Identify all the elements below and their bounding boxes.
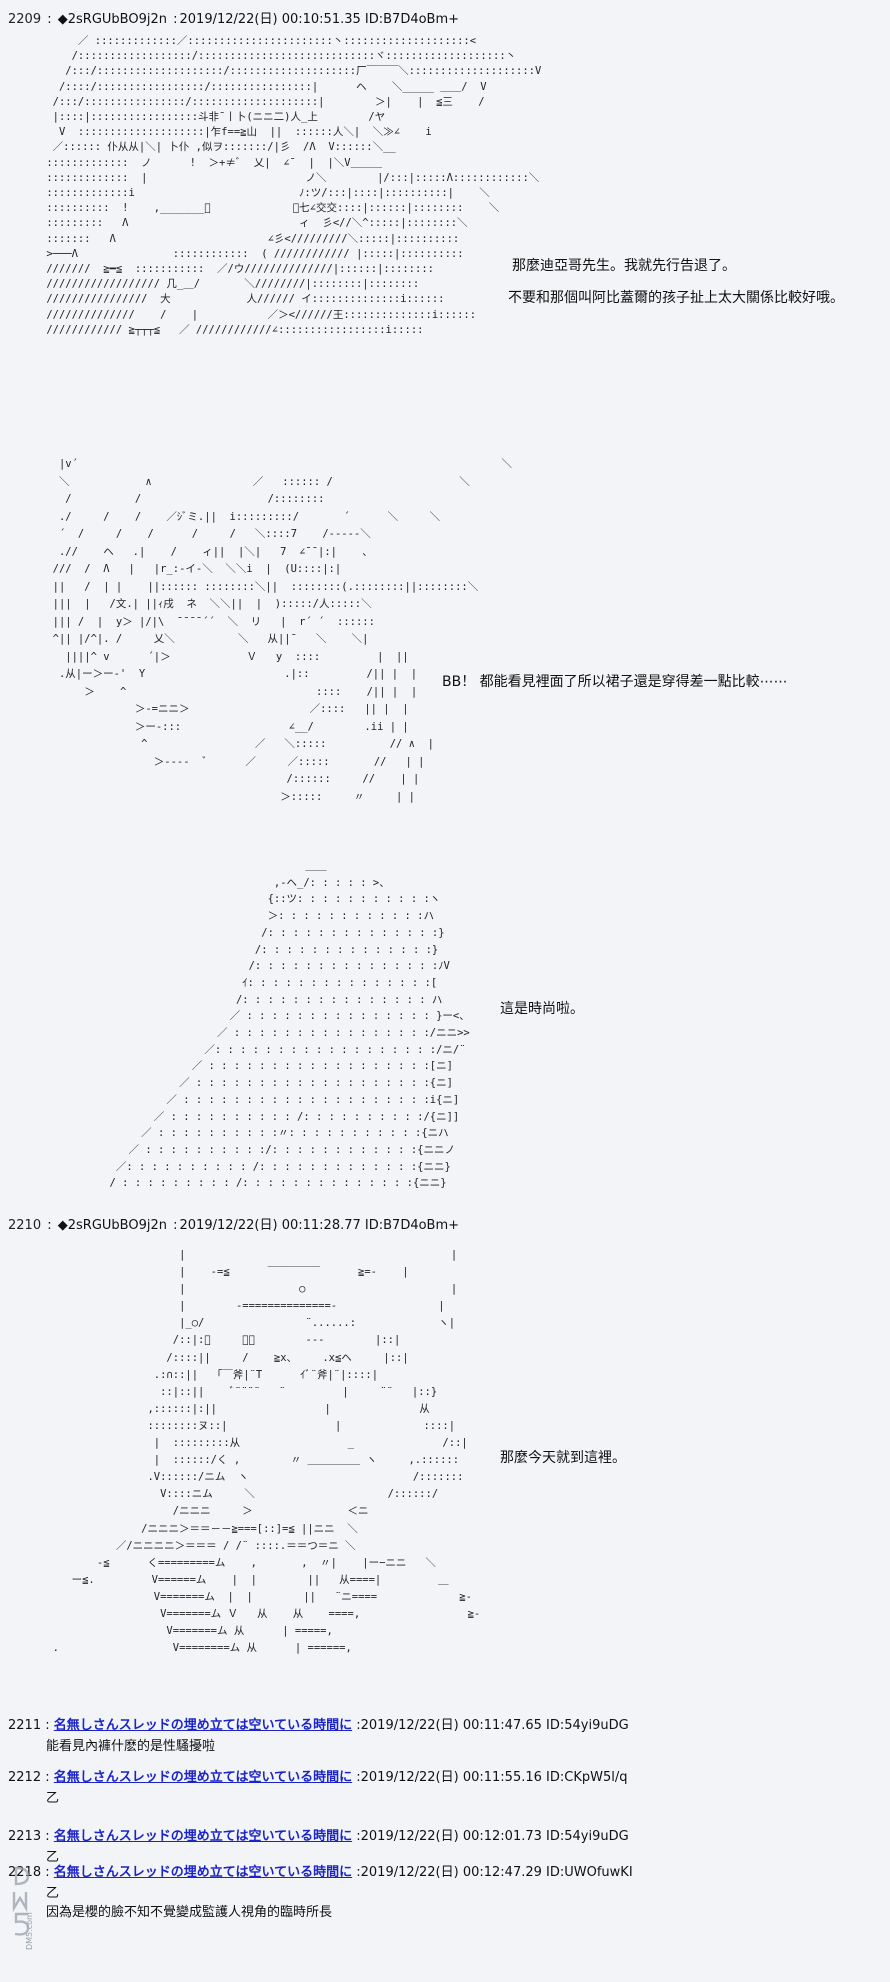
post-header-2210: 2210 : ◆2sRGUbBO9j2n :2019/12/22(日) 00:1… (8, 1218, 460, 1233)
post-header-2209: 2209 : ◆2sRGUbBO9j2n :2019/12/22(日) 00:1… (8, 12, 460, 27)
post-id: ID:B7D4oBm+ (364, 12, 460, 27)
reply-datetime: 2019/12/22(日) 00:11:55.16 (360, 1770, 542, 1785)
reply-id: ID:54yi9uDG (546, 1829, 629, 1844)
reply-2218: 2218 : 名無しさんスレッドの埋め立ては空いている時間に :2019/12/… (8, 1865, 633, 1920)
post-number: 2210 (8, 1218, 42, 1233)
ascii-art-panel-1: ／ :::::::::::::／:::::::::::::::::::::::丶… (46, 35, 542, 336)
reply-datetime: 2019/12/22(日) 00:12:01.73 (360, 1829, 542, 1844)
reply-name-link[interactable]: 名無しさんスレッドの埋め立ては空いている時間に (53, 1829, 353, 1844)
reply-name-link[interactable]: 名無しさんスレッドの埋め立ては空いている時間に (53, 1770, 353, 1785)
watermark-text: DM5.com (25, 1912, 34, 1950)
dialogue-line: 那麼今天就到這裡。 (500, 1450, 626, 1466)
reply-number: 2212 (8, 1770, 42, 1785)
reply-body: 乙 因為是櫻的臉不知不覺變成監護人視角的臨時所長 (46, 1886, 333, 1920)
dialogue-line: 這是時尚啦。 (500, 1001, 584, 1017)
reply-2212: 2212 : 名無しさんスレッドの埋め立ては空いている時間に :2019/12/… (8, 1770, 628, 1806)
reply-id: ID:54yi9uDG (546, 1718, 629, 1733)
ascii-art-panel-2: |v´ ＼ ＼ ∧ ／ :::::: / ＼ / / /:::::::: (52, 458, 512, 803)
dm5-watermark-logo: DM5.com (12, 1866, 34, 1950)
poster-name: ◆2sRGUbBO9j2n (57, 1218, 167, 1233)
post-id: ID:B7D4oBm+ (364, 1218, 460, 1233)
reply-name-link[interactable]: 名無しさんスレッドの埋め立ては空いている時間に (53, 1718, 353, 1733)
reply-body: 乙 (46, 1850, 60, 1865)
reply-datetime: 2019/12/22(日) 00:12:47.29 (360, 1865, 542, 1880)
reply-name-link[interactable]: 名無しさんスレッドの埋め立ては空いている時間に (53, 1865, 353, 1880)
reply-datetime: 2019/12/22(日) 00:11:47.65 (360, 1718, 542, 1733)
reply-2211: 2211 : 名無しさんスレッドの埋め立ては空いている時間に :2019/12/… (8, 1718, 629, 1754)
poster-name: ◆2sRGUbBO9j2n (57, 12, 167, 27)
reply-id: ID:UWOfuwKI (546, 1865, 633, 1880)
reply-number: 2213 (8, 1829, 42, 1844)
reply-id: ID:CKpW5l/q (546, 1770, 628, 1785)
ascii-art-panel-4: | | | -=≦ ￣￣￣￣￣ ≧=- | | ○ | | - (52, 1249, 481, 1655)
reply-body: 能看見內褲什麽的是性騷擾啦 (46, 1739, 216, 1754)
post-number: 2209 (8, 12, 42, 27)
reply-number: 2211 (8, 1718, 42, 1733)
reply-body: 乙 (46, 1791, 60, 1806)
post-datetime: 2019/12/22(日) 00:10:51.35 (179, 12, 361, 27)
dialogue-line: BB！ 都能看見裡面了所以裙子還是穿得差一點比較⋯⋯ (442, 674, 788, 690)
dialogue-line: 那麼迪亞哥先生。我就先行告退了。 (512, 258, 736, 274)
ascii-art-panel-3: ＿＿ ,-ヘ_/: : : : : >、 {::ツ: : : : : : : :… (109, 860, 470, 1190)
post-datetime: 2019/12/22(日) 00:11:28.77 (179, 1218, 361, 1233)
reply-2213: 2213 : 名無しさんスレッドの埋め立ては空いている時間に :2019/12/… (8, 1829, 629, 1865)
dialogue-line: 不要和那個叫阿比蓋爾的孩子扯上太大關係比較好哦。 (508, 290, 844, 306)
